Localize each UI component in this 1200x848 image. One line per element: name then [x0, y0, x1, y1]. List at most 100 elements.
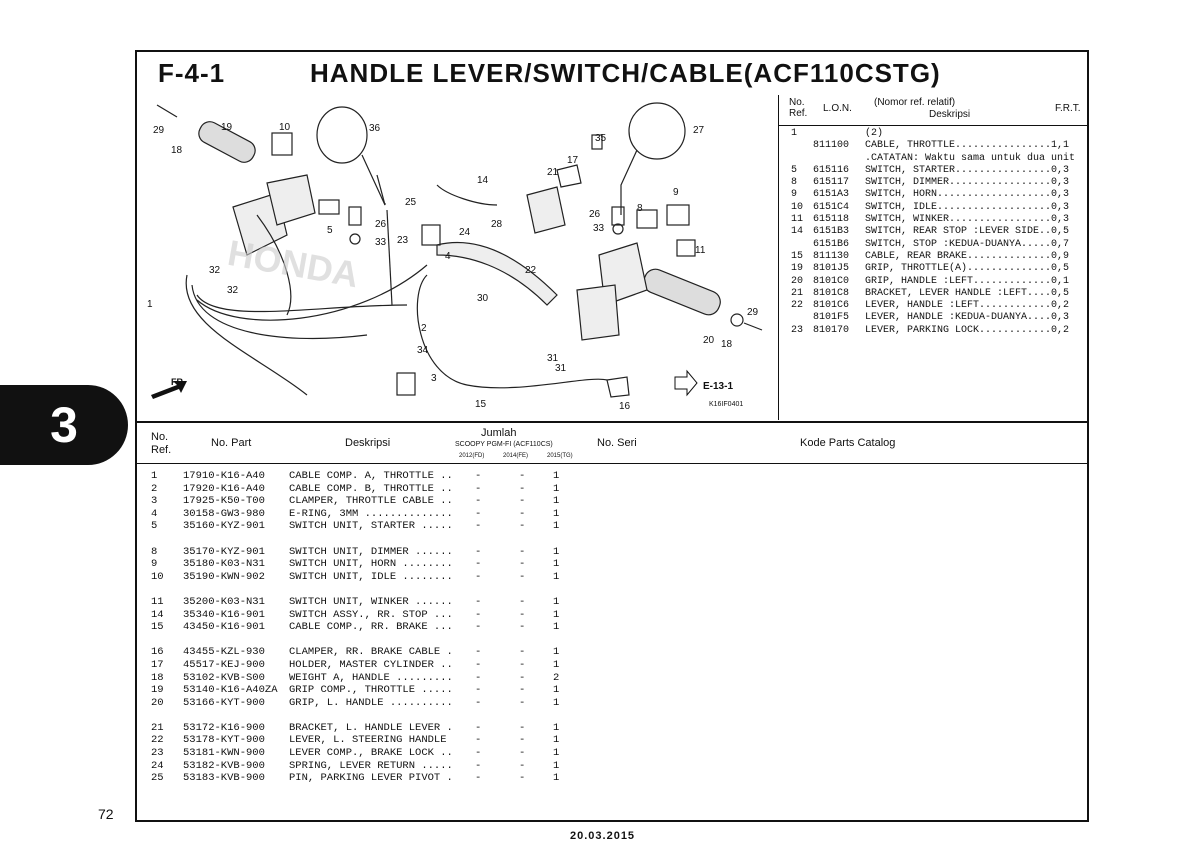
qty-2015: 1 [553, 507, 560, 520]
callout: 20 [703, 335, 715, 346]
callout: 29 [747, 307, 759, 318]
qty-2014: - [519, 482, 526, 495]
callout: 16 [619, 401, 631, 412]
lon-ref: 22 [791, 300, 804, 312]
qty-2014: - [519, 759, 526, 772]
lon-table: No. Ref. L.O.N. (Nomor ref. relatif) Des… [778, 95, 1088, 420]
lon-ref: 10 [791, 201, 804, 213]
part-ref: 11 [151, 595, 164, 608]
qty-2012: - [475, 621, 482, 634]
qty-2015: 1 [553, 545, 560, 558]
part-ref: 15 [151, 621, 164, 634]
qty-2014: - [519, 595, 526, 608]
part-description: SWITCH UNIT, IDLE ........ [289, 570, 453, 583]
lon-lon: 810170 [813, 324, 850, 336]
part-number: 35200-K03-N31 [183, 595, 265, 608]
qty-2015: 2 [553, 671, 560, 684]
left-mirror [316, 106, 368, 164]
part-description: BRACKET, L. HANDLE LEVER . [289, 721, 453, 734]
page-number: 72 [98, 806, 114, 822]
part-ref: 3 [151, 495, 158, 508]
lon-lon: 8101J5 [813, 263, 850, 275]
col-kode: Kode Parts Catalog [800, 437, 896, 449]
part-ref: 10 [151, 570, 164, 583]
part-number: 45517-KEJ-900 [183, 658, 265, 671]
lon-desc: LEVER, HANDLE :LEFT............0,2 [865, 300, 1070, 312]
qty-2014: - [519, 772, 526, 785]
part-description: CLAMPER, RR. BRAKE CABLE . [289, 646, 453, 659]
callout: 31 [547, 353, 559, 364]
lon-desc: CABLE, THROTTLE................1,1 [865, 140, 1070, 152]
lon-ref: 15 [791, 250, 804, 262]
part-number: 35180-K03-N31 [183, 558, 265, 571]
lon-desc: LEVER, PARKING LOCK............0,2 [865, 324, 1070, 336]
part-description: SWITCH UNIT, STARTER ..... [289, 520, 453, 533]
part-description: CABLE COMP. B, THROTTLE .. [289, 482, 453, 495]
part-ref: 4 [151, 507, 158, 520]
qty-2014: - [519, 608, 526, 621]
callout: 24 [459, 227, 471, 238]
section-tab: 3 [0, 385, 128, 465]
qty-2014: - [519, 747, 526, 760]
part-ref: 24 [151, 759, 164, 772]
callout: 21 [547, 167, 559, 178]
part-ref: 14 [151, 608, 164, 621]
part-number: 53172-K16-900 [183, 721, 265, 734]
col-desc-top: (Nomor ref. relatif) [874, 97, 956, 108]
part-number: 35160-KYZ-901 [183, 520, 265, 533]
callout: 26 [589, 209, 601, 220]
lon-desc: SWITCH, STOP :KEDUA-DUANYA.....0,7 [865, 238, 1070, 250]
qty-2015: 1 [553, 772, 560, 785]
part-number: 53140-K16-A40ZA [183, 684, 278, 697]
qty-2015: 1 [553, 658, 560, 671]
col-model: SCOOPY PGM-FI (ACF110CS) [455, 441, 553, 448]
part-description: CABLE COMP. A, THROTTLE .. [289, 470, 453, 482]
qty-2015: 1 [553, 495, 560, 508]
callout: 11 [695, 245, 706, 256]
lon-ref: 9 [791, 189, 798, 201]
lon-desc: SWITCH, REAR STOP :LEVER SIDE..0,5 [865, 226, 1070, 238]
qty-2015: 1 [553, 734, 560, 747]
front-arrow: FR. [151, 377, 187, 399]
qty-2015: 1 [553, 608, 560, 621]
callout: 22 [525, 265, 537, 276]
part-description: GRIP COMP., THROTTLE ..... [289, 684, 453, 697]
qty-2012: - [475, 470, 482, 482]
callout: 1 [147, 299, 153, 310]
part-ref: 5 [151, 520, 158, 533]
callout: 3 [431, 373, 437, 384]
col-desc: Deskripsi [929, 109, 971, 120]
lon-desc: .CATATAN: Waktu sama untuk dua unit [865, 152, 1076, 164]
col-year-2: 2014(FE) [503, 453, 529, 459]
callout: 30 [477, 293, 489, 304]
lon-ref: 19 [791, 263, 804, 275]
qty-2014: - [519, 684, 526, 697]
qty-2015: 1 [553, 520, 560, 533]
qty-2012: - [475, 520, 482, 533]
fr-label: FR. [171, 377, 186, 387]
lon-lon: 615117 [813, 177, 850, 189]
qty-2012: - [475, 747, 482, 760]
qty-2012: - [475, 570, 482, 583]
right-mirror [628, 102, 686, 160]
qty-2014: - [519, 520, 526, 533]
callout: 18 [171, 145, 183, 156]
part-number: 43450-K16-901 [183, 621, 265, 634]
col-no-ref: No. Ref. [151, 431, 172, 456]
qty-2012: - [475, 545, 482, 558]
callout: 2 [421, 323, 427, 334]
col-no-ref: No. Ref. [789, 97, 808, 119]
lon-lon: 8101F5 [813, 312, 850, 324]
group-spacer [137, 634, 1087, 647]
